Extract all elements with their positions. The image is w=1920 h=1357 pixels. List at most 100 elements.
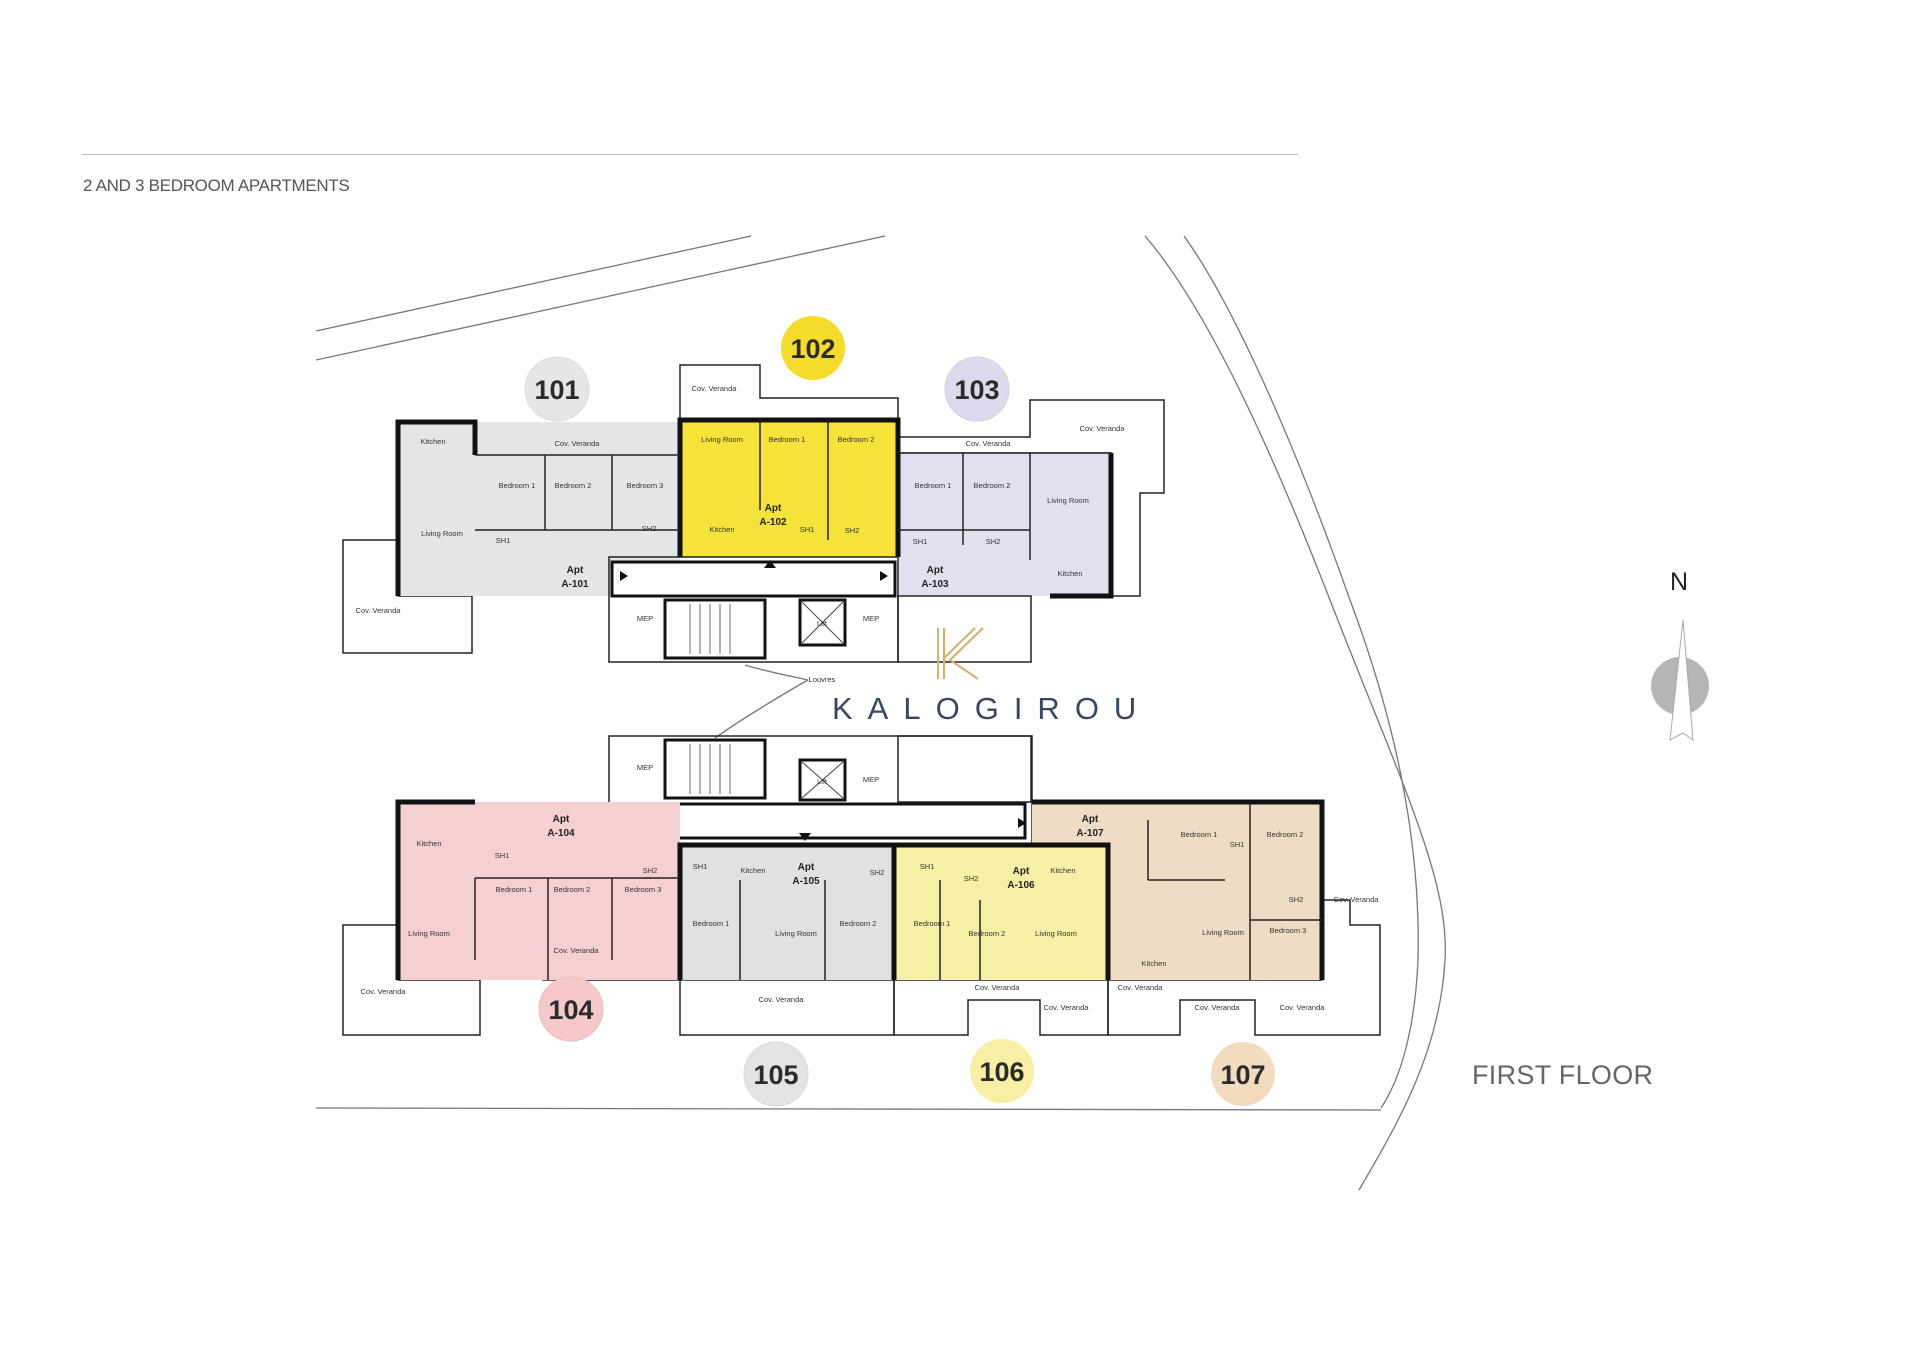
mep-label: MEP (637, 614, 653, 623)
room-label: SH2 (1289, 895, 1304, 904)
room-label: A-101 (561, 579, 589, 590)
room-label: SH2 (845, 526, 860, 535)
apartment-105-area[interactable] (680, 845, 894, 980)
apartment-104-labels: Apt A-104 Kitchen Living Room SH1 SH2 Be… (361, 814, 662, 996)
room-label: 101 (534, 375, 579, 405)
room-label: Bedroom 3 (627, 481, 664, 490)
north-label: N (1670, 568, 1689, 596)
room-label: 102 (790, 334, 835, 364)
room-label: Kitchen (416, 839, 441, 848)
louvres-label: Louvres (809, 675, 836, 684)
brand-wordmark: KALOGIROU (832, 691, 1152, 726)
room-label: Living Room (408, 929, 450, 938)
room-label: Bedroom 2 (555, 481, 592, 490)
room-label: Bedroom 2 (969, 929, 1006, 938)
room-label: Cov. Veranda (555, 439, 601, 448)
room-label: Bedroom 3 (1270, 926, 1307, 935)
room-label: Cov. Veranda (759, 995, 805, 1004)
badge-104[interactable]: 104 (538, 976, 604, 1042)
room-label: SH1 (800, 525, 815, 534)
stair-core (663, 738, 767, 800)
badge-107[interactable]: 107 (1211, 1042, 1275, 1106)
room-label: Apt (1013, 866, 1030, 877)
mep-label: MEP (637, 763, 653, 772)
top-core: MEP MEP Lift (608, 556, 899, 663)
room-label: Bedroom 1 (1181, 830, 1218, 839)
apartment-103-area[interactable] (898, 453, 1111, 596)
room-label: Bedroom 2 (554, 885, 591, 894)
room-label: Kitchen (1141, 959, 1166, 968)
room-label: Cov. Veranda (361, 987, 407, 996)
room-label: Apt (765, 503, 782, 514)
room-label: Apt (798, 862, 815, 873)
apartment-105-labels: SH1 Kitchen SH2 Bedroom 1 Living Room Be… (693, 862, 885, 1004)
room-label: Bedroom 2 (838, 435, 875, 444)
room-label: Kitchen (1050, 866, 1075, 875)
room-label: Living Room (1047, 496, 1089, 505)
room-label: Cov. Veranda (975, 983, 1021, 992)
lift-label: Lift (817, 777, 828, 786)
room-label: Living Room (701, 435, 743, 444)
room-label: Cov. Veranda (1334, 895, 1380, 904)
room-label: Bedroom 3 (625, 885, 662, 894)
room-label: SH1 (495, 851, 510, 860)
apartment-102-area[interactable] (680, 420, 898, 557)
badge-103[interactable]: 103 (944, 356, 1010, 422)
room-label: Kitchen (420, 437, 445, 446)
bottom-core: MEP MEP Lift (608, 735, 1033, 846)
room-label: Kitchen (709, 525, 734, 534)
room-label: SH2 (870, 868, 885, 877)
room-label: Kitchen (740, 866, 765, 875)
room-label: Bedroom 1 (915, 481, 952, 490)
lift-label: Lift (817, 619, 828, 628)
room-label: Living Room (775, 929, 817, 938)
room-label: Cov. Veranda (1280, 1003, 1326, 1012)
badge-106[interactable]: 106 (970, 1039, 1034, 1103)
apartment-104-area[interactable] (398, 802, 680, 980)
room-label: A-105 (792, 876, 820, 887)
road-line (315, 235, 752, 332)
room-label: Cov. Veranda (966, 439, 1012, 448)
room-label: Cov. Veranda (1044, 1003, 1090, 1012)
room-label: 104 (548, 995, 593, 1025)
louvres-area (897, 595, 1032, 663)
road-curve (1144, 235, 1446, 1191)
room-label: SH1 (913, 537, 928, 546)
room-label: SH2 (643, 866, 658, 875)
brand-k-logo (937, 627, 984, 680)
room-label: A-107 (1076, 828, 1104, 839)
room-label: Bedroom 1 (914, 919, 951, 928)
north-arrow-icon (1651, 619, 1709, 742)
room-label: Bedroom 2 (1267, 830, 1304, 839)
road-curve (1183, 235, 1419, 1109)
room-label: SH1 (693, 862, 708, 871)
room-label: Cov. Veranda (1118, 983, 1164, 992)
room-label: Apt (1082, 814, 1099, 825)
room-label: A-104 (547, 828, 575, 839)
room-label: A-103 (921, 579, 949, 590)
room-label: 106 (979, 1057, 1024, 1087)
badge-102[interactable]: 102 (781, 316, 845, 380)
room-label: Bedroom 2 (974, 481, 1011, 490)
room-label: Cov. Veranda (554, 946, 600, 955)
stair-core (663, 598, 767, 660)
room-label: Apt (927, 565, 944, 576)
apartment-106-living-area (1032, 845, 1108, 980)
room-label: Bedroom 2 (840, 919, 877, 928)
room-label: Kitchen (1057, 569, 1082, 578)
room-label: Living Room (1202, 928, 1244, 937)
road-line (315, 235, 886, 361)
room-label: A-106 (1007, 880, 1035, 891)
room-label: Cov. Veranda (1080, 424, 1126, 433)
room-label: SH1 (920, 862, 935, 871)
room-label: Bedroom 1 (693, 919, 730, 928)
room-label: Cov. Veranda (1195, 1003, 1241, 1012)
apartment-102-labels: Cov. Veranda Living Room Bedroom 1 Bedro… (692, 384, 875, 535)
room-label: Bedroom 1 (496, 885, 533, 894)
badge-105[interactable]: 105 (743, 1041, 809, 1107)
apartment-107-labels: Apt A-107 Bedroom 1 Bedroom 2 SH1 SH2 Li… (1076, 814, 1379, 1012)
floor-label: FIRST FLOOR (1472, 1060, 1654, 1090)
badge-101[interactable]: 101 (524, 356, 590, 422)
